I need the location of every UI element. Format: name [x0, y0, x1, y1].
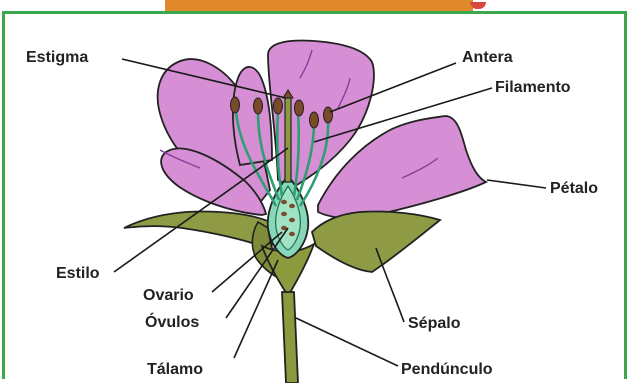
sepal-right [312, 211, 440, 272]
ovule-2 [289, 204, 295, 208]
label-antera: Antera [462, 49, 513, 66]
sepal-left [124, 211, 272, 250]
anther-6 [324, 107, 333, 123]
ovule-1 [281, 200, 287, 204]
label-estilo: Estilo [56, 265, 100, 282]
label-estigma: Estigma [26, 49, 88, 66]
style [285, 98, 291, 182]
anther-1 [231, 97, 240, 113]
label-sepalo: Sépalo [408, 315, 461, 332]
anther-5 [310, 112, 319, 128]
peduncle [282, 292, 298, 383]
ovule-6 [289, 232, 295, 236]
anther-3 [274, 98, 283, 114]
label-ovulos: Óvulos [145, 312, 199, 331]
label-pedunculo: Pendúnculo [401, 361, 493, 378]
leader-petalo [487, 180, 546, 188]
label-filamento: Filamento [495, 79, 571, 96]
leader-pedunculo [296, 318, 398, 366]
petal-back-left [233, 67, 272, 165]
anther-2 [254, 98, 263, 114]
label-ovario: Ovario [143, 287, 194, 304]
stem [262, 244, 314, 383]
ovule-4 [289, 218, 295, 222]
ovule-3 [281, 212, 287, 216]
label-petalo: Pétalo [550, 180, 598, 197]
label-talamo: Tálamo [147, 361, 203, 378]
anther-4 [295, 100, 304, 116]
petals [158, 41, 486, 218]
